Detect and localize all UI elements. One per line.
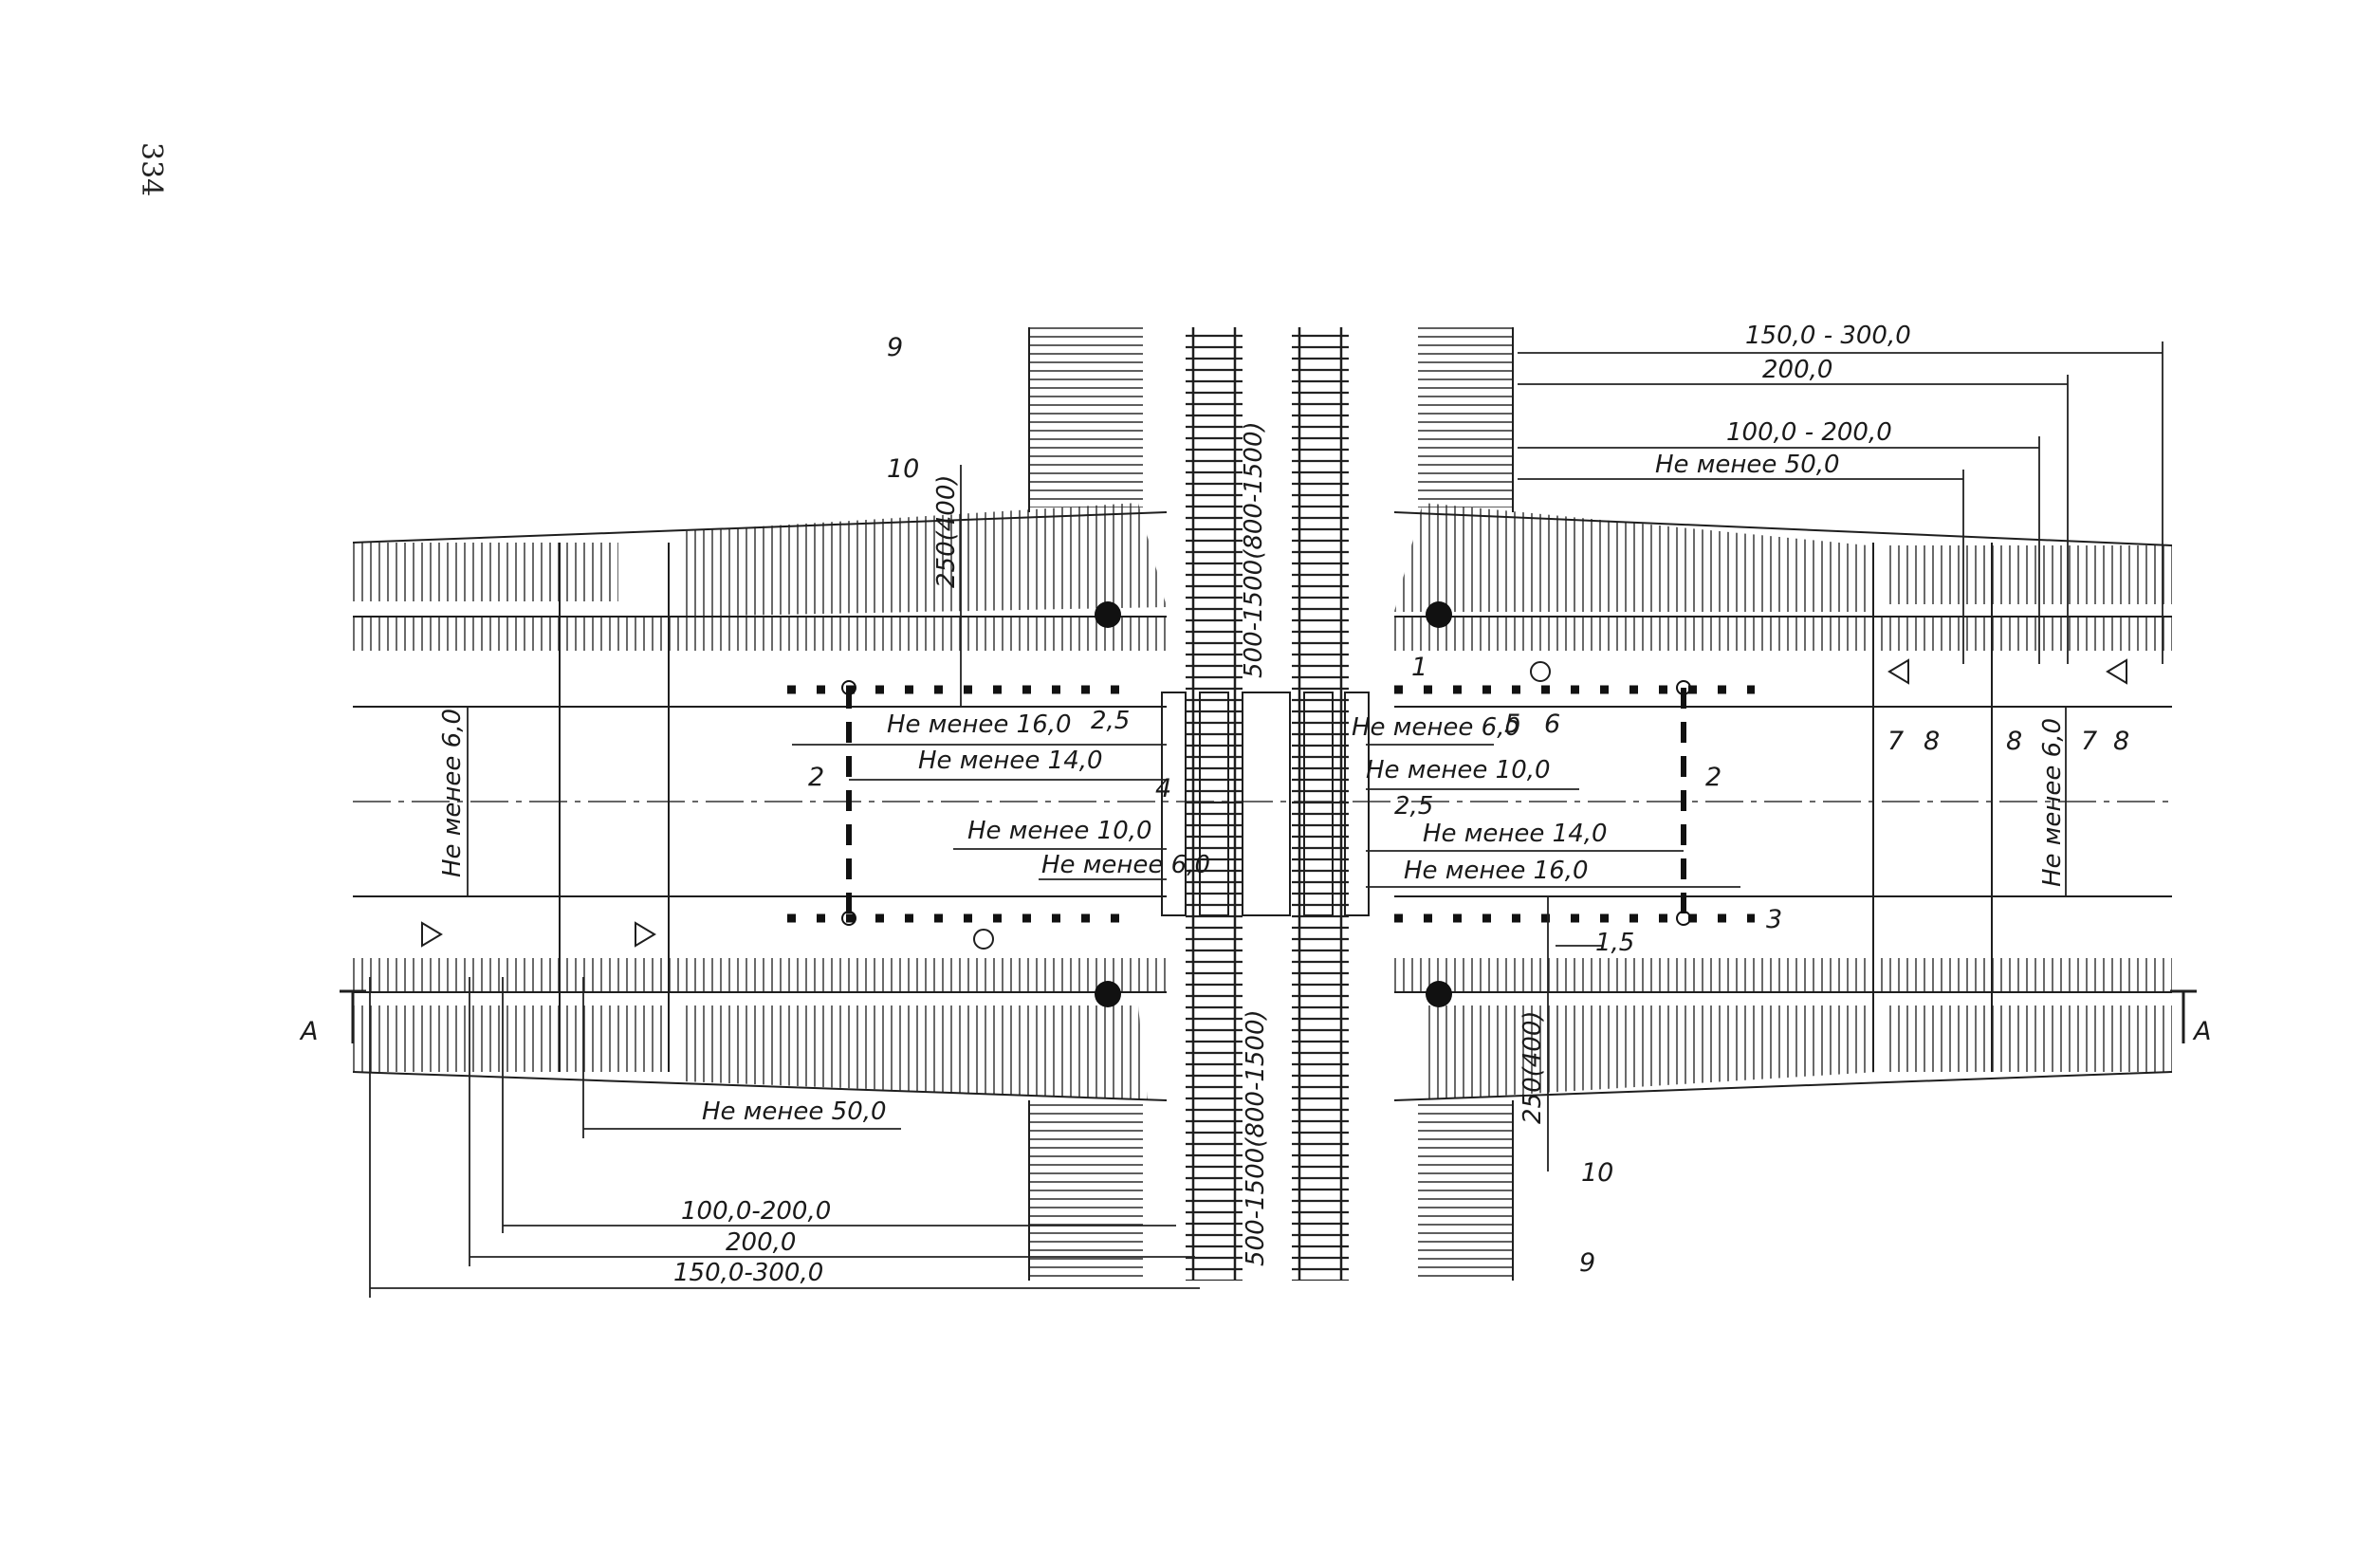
sign-circle-icon xyxy=(973,929,994,950)
dimension-lines xyxy=(369,341,2163,1298)
callout-8-b: 8 xyxy=(2006,727,2022,756)
railway-embankment xyxy=(1028,327,1514,1281)
dim-right-min6: Не менее 6,0 xyxy=(2038,718,2067,887)
dim-left-min14: Не менее 14,0 xyxy=(918,747,1103,775)
barrier-left xyxy=(841,680,856,926)
dim-bottom-100-200: 100,0-200,0 xyxy=(681,1197,831,1226)
crossing-deck xyxy=(1161,692,1370,916)
dim-left-min16: Не менее 16,0 xyxy=(887,710,1072,739)
road-carriageway xyxy=(353,543,2172,1072)
dim-top-min50: Не менее 50,0 xyxy=(1655,451,1840,479)
callout-4: 4 xyxy=(1155,774,1171,803)
warning-triangle-icon xyxy=(421,658,2127,948)
callout-1: 1 xyxy=(1411,653,1427,682)
dim-left-min10: Не менее 10,0 xyxy=(967,817,1152,845)
callout-10-bottom: 10 xyxy=(1581,1158,1613,1188)
section-label-left: А xyxy=(299,1017,318,1046)
dim-vert-top-250: 250(400) xyxy=(932,474,961,588)
dim-vert-bottom-250: 250(400) xyxy=(1519,1010,1547,1124)
dim-bottom-min50: Не менее 50,0 xyxy=(702,1098,887,1126)
dim-top-200: 200,0 xyxy=(1762,356,1832,384)
sign-circle-icon xyxy=(1530,661,1551,682)
page-number: 334 xyxy=(135,142,168,196)
section-label-right: А xyxy=(2192,1017,2211,1046)
dim-right-2-5: 2,5 xyxy=(1394,792,1433,821)
callout-6: 6 xyxy=(1544,710,1560,739)
dim-top-150-300: 150,0 - 300,0 xyxy=(1745,322,1911,350)
road-upper-shoulder xyxy=(352,503,2173,651)
dim-left-2-5: 2,5 xyxy=(1091,707,1130,735)
dim-left-min6-gate: Не менее 6,0 xyxy=(1041,851,1210,879)
callout-9-top: 9 xyxy=(887,333,903,362)
callout-7-b: 7 xyxy=(2081,727,2097,756)
dim-right-min14: Не менее 14,0 xyxy=(1423,820,1608,848)
callout-5: 5 xyxy=(1504,710,1520,739)
dim-right-min6-gate: Не менее 6,0 xyxy=(1352,713,1520,742)
dim-right-min16: Не менее 16,0 xyxy=(1404,857,1589,885)
callout-8-a: 8 xyxy=(1924,727,1940,756)
dim-right-1-5: 1,5 xyxy=(1595,929,1634,957)
dim-right-min10: Не менее 10,0 xyxy=(1366,756,1551,784)
callout-9-bottom: 9 xyxy=(1579,1248,1595,1278)
callout-8-c: 8 xyxy=(2113,727,2129,756)
callout-2-right: 2 xyxy=(1705,763,1721,792)
dim-vert-bottom-500: 500-1500(800-1500) xyxy=(1242,1009,1270,1266)
railway-track-right xyxy=(1292,327,1349,1281)
section-marks xyxy=(340,989,2197,1043)
callout-3: 3 xyxy=(1766,905,1782,934)
road-lower-shoulder xyxy=(352,958,2173,1101)
dim-vert-top-500: 500-1500(800-1500) xyxy=(1240,421,1268,678)
railway-track-left xyxy=(1186,327,1243,1281)
dim-bottom-200: 200,0 xyxy=(726,1228,796,1257)
callout-7-a: 7 xyxy=(1887,727,1904,756)
dim-bottom-150-300: 150,0-300,0 xyxy=(673,1259,823,1287)
dim-top-100-200: 100,0 - 200,0 xyxy=(1726,418,1892,447)
callout-2-left: 2 xyxy=(808,763,824,792)
traffic-light-icons xyxy=(1095,601,1452,1007)
barrier-right xyxy=(1676,680,1691,926)
callout-10-top: 10 xyxy=(887,454,919,484)
dim-left-min6: Не менее 6,0 xyxy=(438,709,467,877)
